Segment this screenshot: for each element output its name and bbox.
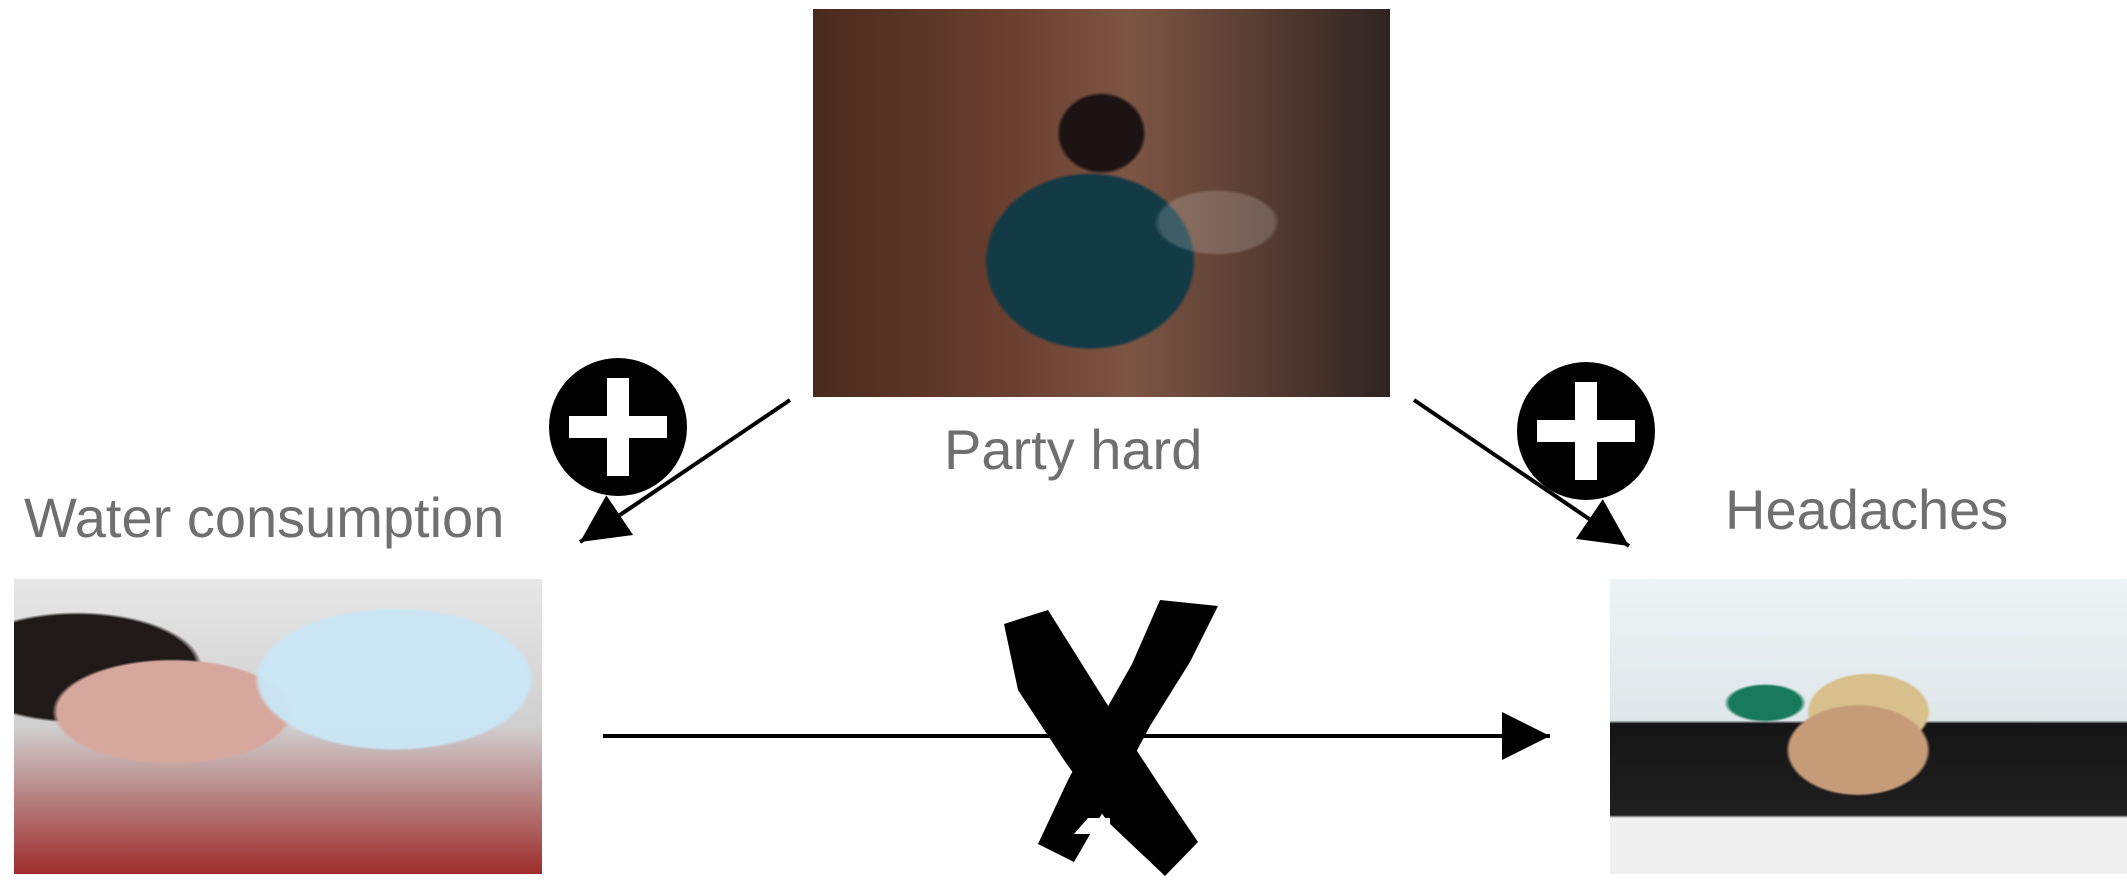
plus-sign-icon <box>549 358 687 496</box>
plus-sign-icon <box>1517 362 1655 500</box>
